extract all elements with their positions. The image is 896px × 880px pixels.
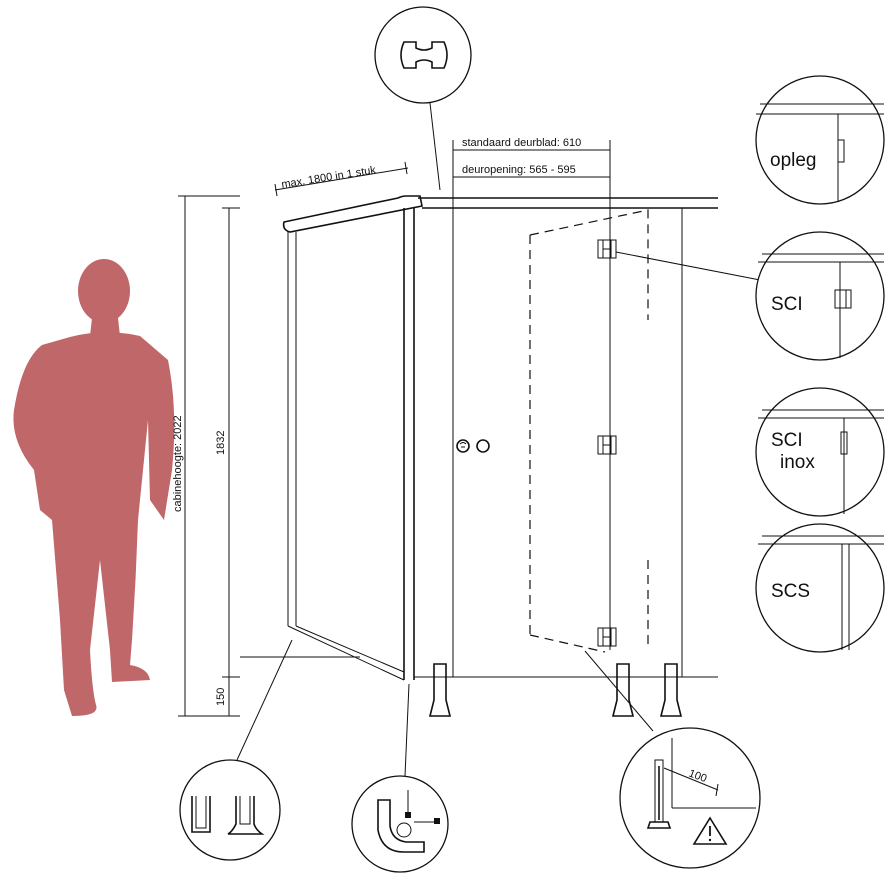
callout-scs: SCS [755,523,885,653]
max-length-dimension: max. 1800 in 1 stuk [274,161,409,197]
sci-inox-label-1: SCI [771,430,803,451]
profile-callout [374,6,472,191]
scs-label: SCS [771,581,810,602]
hinge-icon [597,435,617,455]
cabin-height-label: cabinehoogte: 2022 [172,415,184,512]
callout-u-profiles [179,639,293,861]
hinge-icon [597,239,617,259]
door-opening-label: deuropening: 565 - 595 [462,164,576,176]
height-dimensions: cabinehoogte: 2022 1832 150 [172,195,240,717]
callout-opleg: opleg [755,75,885,205]
opleg-label: opleg [770,150,817,171]
panel-height-label: 1832 [215,431,227,455]
hinge-icon [834,289,852,309]
callout-sci-inox: SCI inox [755,387,885,517]
door-dimensions: standaard deurblad: 610 deuropening: 565… [452,137,611,208]
foot-height-label: 150 [215,688,227,706]
door-panel-label: standaard deurblad: 610 [462,137,581,149]
sci-label: SCI [771,294,803,315]
callout-sci: SCI [755,231,885,361]
warning-icon [692,816,728,845]
cabin-feet [428,663,683,717]
door-hardware [456,239,761,647]
max-length-label: max. 1800 in 1 stuk [281,164,378,191]
cabin-structure [240,195,718,681]
profile-h-icon [400,41,448,69]
human-silhouette [13,259,175,716]
sci-inox-label-2: inox [780,452,815,473]
callout-corner-profile [351,683,449,873]
door-knob-icon [476,439,490,453]
lock-icon [456,439,470,453]
hinge-icon [597,627,617,647]
clearance-label: 100 [687,768,708,786]
callout-clearance: 100 [584,650,761,869]
